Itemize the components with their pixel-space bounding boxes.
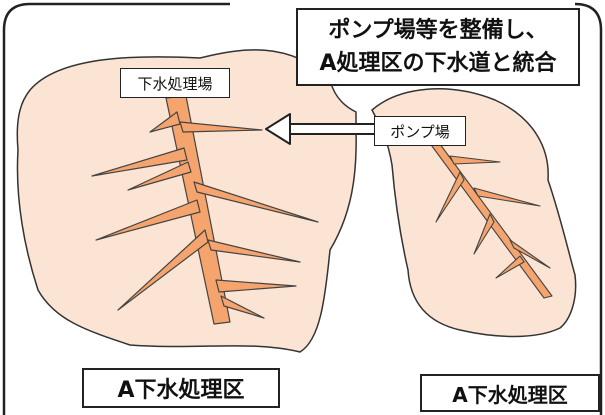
district-label-left: A下水処理区 <box>82 368 280 408</box>
branch-pipe <box>473 213 495 255</box>
arrow-head <box>265 113 291 145</box>
treatment-plant-label-text: 下水処理場 <box>137 74 213 93</box>
branch-pipe <box>509 239 551 269</box>
district-label-right-text: A下水処理区 <box>452 382 568 407</box>
branch-pipe <box>127 161 192 191</box>
district-label-right: A下水処理区 <box>420 374 600 412</box>
arrow-shaft <box>281 123 377 135</box>
frame-left-border <box>2 2 230 415</box>
title-callout: ポンプ場等を整備し、 A処理区の下水道と統合 <box>296 8 580 86</box>
branch-pipe <box>220 295 265 319</box>
branch-pipe <box>435 171 465 223</box>
pump-station-label-text: ポンプ場 <box>390 122 450 141</box>
branch-pipe <box>179 121 263 133</box>
branch-pipe <box>495 255 525 279</box>
treatment-plant-label: 下水処理場 <box>120 68 230 98</box>
branch-pipe <box>207 239 301 263</box>
frame-right-border <box>574 2 603 415</box>
sewer-network-right <box>425 135 553 299</box>
branch-pipe <box>215 279 297 293</box>
service-area-right <box>371 88 577 338</box>
title-line-1: ポンプ場等を整備し、 <box>328 18 548 43</box>
branch-pipe <box>117 229 209 311</box>
pump-station-label: ポンプ場 <box>374 116 466 146</box>
branch-pipe <box>193 181 319 223</box>
branch-pipe <box>91 147 188 177</box>
branch-pipe <box>449 155 501 165</box>
branch-pipe <box>95 199 201 241</box>
branch-pipe <box>473 187 541 207</box>
title-line-2: A処理区の下水道と統合 <box>319 51 557 76</box>
sewer-network-left <box>91 95 319 325</box>
district-label-left-text: A下水処理区 <box>117 378 245 403</box>
branch-pipe <box>149 111 181 133</box>
